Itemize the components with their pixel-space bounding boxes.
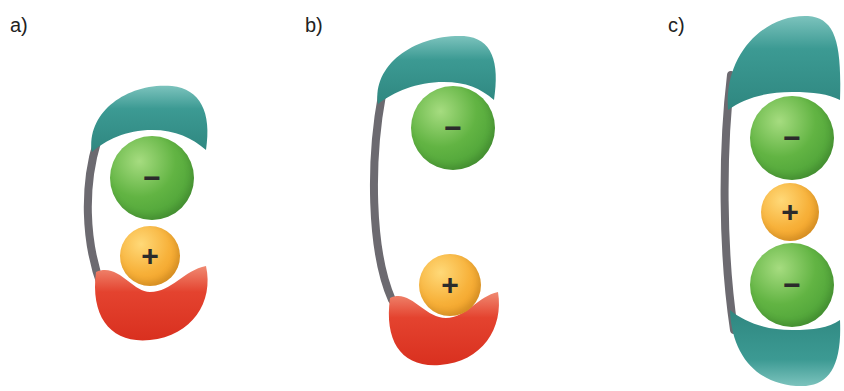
anion-circle: −	[411, 86, 495, 170]
charge-sign: −	[783, 270, 801, 300]
panel-label: c)	[668, 14, 685, 37]
charge-sign: −	[143, 163, 161, 193]
linker-bar	[88, 142, 102, 288]
anion-circle: −	[750, 243, 834, 327]
charge-sign: +	[141, 241, 159, 271]
cation-circle: +	[120, 226, 180, 286]
anion-circle: −	[750, 96, 834, 180]
charge-sign: +	[781, 197, 799, 227]
linker-bar	[374, 95, 392, 300]
panel-label: a)	[10, 14, 28, 37]
linker-bar	[725, 75, 734, 330]
charge-sign: −	[783, 123, 801, 153]
anion-circle: −	[110, 136, 194, 220]
cation-circle: +	[419, 254, 481, 316]
cation-circle: +	[761, 183, 819, 241]
charge-sign: −	[444, 113, 462, 143]
charge-sign: +	[441, 270, 459, 300]
panel-label: b)	[305, 14, 323, 37]
